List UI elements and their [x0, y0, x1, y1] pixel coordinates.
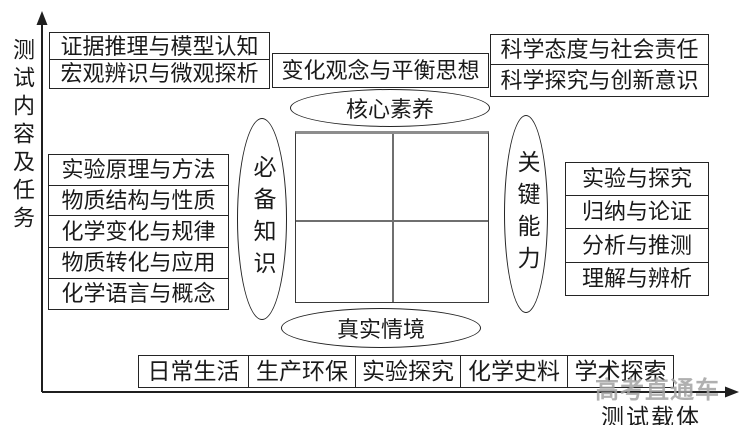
quadrant-vertical-divider [392, 134, 394, 302]
x-axis-arrow-icon [725, 386, 739, 398]
y-axis-arrow-icon [36, 11, 48, 25]
ellipse-core-literacy: 核心素养 [290, 89, 490, 127]
box-experiment-inquiry: 实验与探究 [565, 162, 709, 196]
ellipse-key-ability: 关键能力 [504, 115, 548, 313]
quadrant-horizontal-divider [296, 220, 488, 222]
box-daily-life: 日常生活 [138, 355, 249, 388]
box-analysis-inference: 分析与推测 [565, 228, 709, 263]
box-experimental-inquiry: 实验探究 [355, 355, 461, 388]
box-scientific-attitude-social-responsibility: 科学态度与社会责任 [490, 34, 709, 66]
box-academic-exploration: 学术探索 [567, 355, 674, 388]
box-evidence-reasoning-model-cognition: 证据推理与模型认知 [49, 32, 270, 61]
box-substance-transformation-application: 物质转化与应用 [48, 247, 229, 279]
box-chemical-change-rule: 化学变化与规律 [48, 215, 229, 248]
box-change-concept-balance-thought: 变化观念与平衡思想 [272, 53, 489, 88]
ellipse-essential-knowledge: 必备知识 [237, 118, 287, 320]
x-axis-label: 测试载体 [601, 405, 701, 425]
quadrant-square [295, 131, 489, 303]
box-experiment-principle-method: 实验原理与方法 [48, 154, 229, 186]
watermark: 高考直通车 [595, 377, 720, 404]
box-induction-argumentation: 归纳与论证 [565, 195, 709, 229]
box-chemical-language-concept: 化学语言与概念 [48, 278, 229, 310]
ellipse-real-context: 真实情境 [281, 308, 481, 348]
box-scientific-inquiry-innovation: 科学探究与创新意识 [490, 64, 709, 97]
box-understanding-discrimination: 理解与辨析 [565, 262, 709, 296]
box-substance-structure-property: 物质结构与性质 [48, 185, 229, 216]
box-production-environment: 生产环保 [248, 355, 356, 388]
y-axis-label: 测试内容及任务 [10, 38, 35, 234]
box-chemistry-history: 化学史料 [460, 355, 568, 388]
box-macro-identification-micro-analysis: 宏观辨识与微观探析 [49, 59, 270, 89]
